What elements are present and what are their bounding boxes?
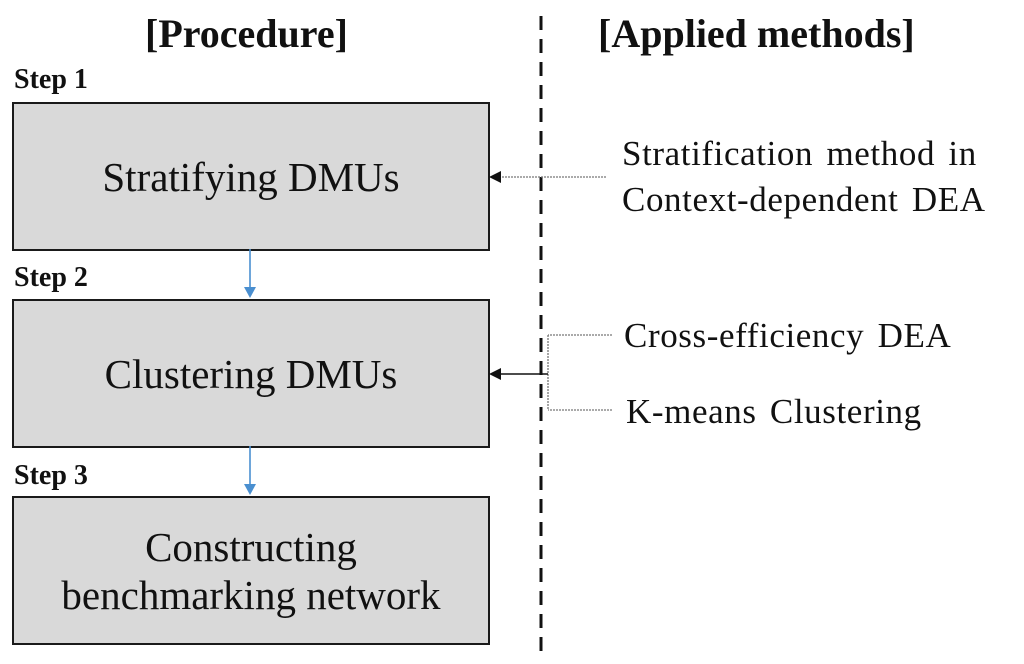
down-arrow-step2-to-step3 [244,446,256,495]
bracket-methods-to-step2 [489,334,612,411]
stratifying-dmus-box: Stratifying DMUs [12,102,490,251]
clustering-dmus-box: Clustering DMUs [12,299,490,448]
step-3-label: Step 3 [14,460,88,491]
kmeans-clustering-label: K-means Clustering [626,392,922,431]
step-1-label: Step 1 [14,64,88,95]
arrow-stratification-to-step1 [489,171,606,183]
constructing-network-text: Constructing benchmarking network [61,523,441,618]
constructing-network-box: Constructing benchmarking network [12,496,490,645]
step-2-label: Step 2 [14,262,88,293]
down-arrow-step1-to-step2 [244,249,256,298]
clustering-dmus-text: Clustering DMUs [104,350,398,397]
stratification-method-line1: Stratification method in [622,134,977,173]
stratification-method-line2: Context-dependent DEA [622,180,986,219]
applied-methods-heading: [Applied methods] [598,11,915,56]
cross-efficiency-dea-label: Cross-efficiency DEA [624,316,952,355]
stratifying-dmus-text: Stratifying DMUs [102,153,400,200]
procedure-heading: [Procedure] [145,11,348,56]
